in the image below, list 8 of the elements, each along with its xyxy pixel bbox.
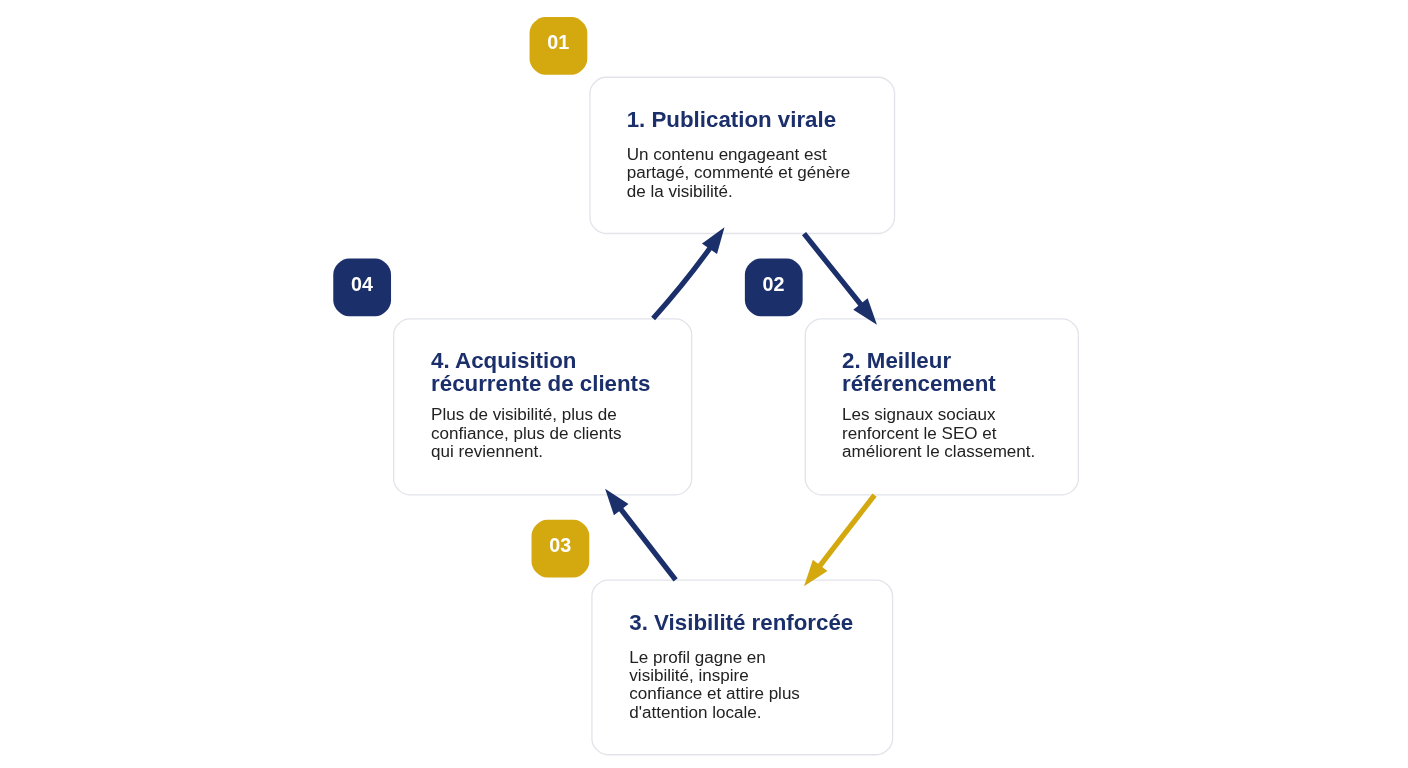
node-label: 01 — [546, 30, 569, 53]
arrow — [604, 488, 678, 582]
node-label: 03 — [548, 533, 571, 556]
arrow — [650, 226, 724, 320]
node-label: 04 — [350, 272, 373, 295]
arrow — [801, 231, 877, 325]
node-label: 02 — [762, 272, 784, 295]
arrow — [803, 493, 877, 586]
